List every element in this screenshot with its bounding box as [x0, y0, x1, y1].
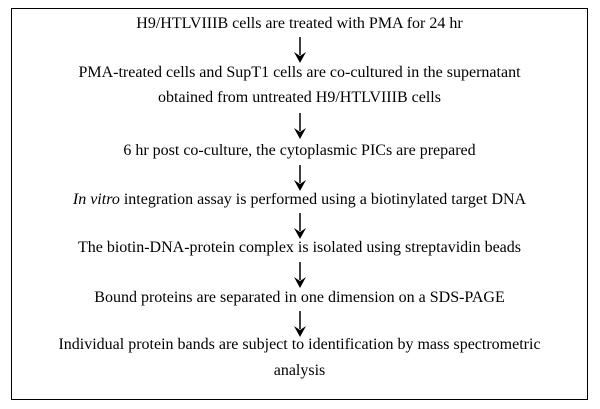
- step-7-text-line-1: Individual protein bands are subject to …: [58, 336, 541, 353]
- arrow-down-icon: [291, 213, 309, 239]
- step-2-text-line-2: obtained from untreated H9/HTLVIIIB cell…: [158, 89, 441, 106]
- arrow-down-icon: [291, 262, 309, 288]
- step-1-text: H9/HTLVIIIB cells are treated with PMA f…: [136, 15, 463, 32]
- step-4-rest-text: integration assay is performed using a b…: [119, 191, 527, 208]
- step-5-text: The biotin-DNA-protein complex is isolat…: [77, 239, 522, 256]
- step-4-text: In vitro integration assay is performed …: [11, 189, 588, 211]
- arrow-down-icon: [291, 113, 309, 139]
- step-3-text: 6 hr post co-culture, the cytoplasmic PI…: [123, 142, 476, 159]
- arrow-down-icon: [291, 37, 309, 63]
- step-4-italic-text: In vitro: [72, 191, 120, 208]
- arrow-down-icon: [291, 311, 309, 337]
- step-6-text: Bound proteins are separated in one dime…: [94, 289, 505, 306]
- arrow-down-icon: [291, 165, 309, 191]
- step-2-text-line-1: PMA-treated cells and SupT1 cells are co…: [78, 64, 521, 81]
- step-7-text-line-2: analysis: [273, 362, 326, 379]
- flowchart-frame: [11, 8, 588, 400]
